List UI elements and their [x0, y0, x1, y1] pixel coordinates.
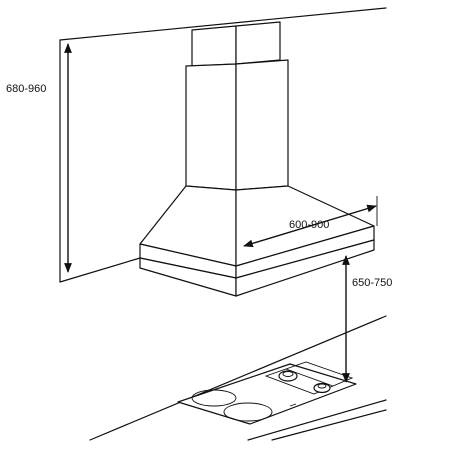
gas-burner-cap-large — [282, 371, 294, 377]
lower-duct-front — [185, 63, 237, 191]
hob-clearance-dimension: 650-750 — [342, 255, 392, 383]
hood-base-right — [235, 239, 375, 297]
hood-width-dimension: 600-900 — [243, 196, 378, 248]
room-outline — [59, 7, 387, 283]
ceiling-line — [59, 7, 387, 41]
lower-duct-side — [235, 59, 289, 191]
upper-duct-side — [235, 21, 281, 65]
gas-burner-large — [278, 370, 298, 382]
worktop-lower-edge — [271, 409, 387, 441]
pan-support-grid — [264, 361, 354, 395]
worktop-front-edge — [247, 399, 387, 441]
hotplate-front — [223, 402, 273, 422]
gas-burner-cap-small — [317, 383, 327, 389]
upper-duct-front — [191, 25, 237, 67]
hotplate-rear — [191, 389, 237, 407]
mount-height-label: 680-960 — [6, 83, 46, 95]
hood-width-label: 600-900 — [289, 219, 329, 231]
worktop-back-edge — [89, 315, 387, 441]
hob-clearance-label: 650-750 — [352, 277, 392, 289]
hood-width-arrow — [243, 204, 377, 248]
worktop — [89, 315, 387, 441]
control-knob-mark — [289, 403, 297, 407]
wall-base-line — [59, 257, 141, 283]
mount-height-dimension: 680-960 — [6, 43, 72, 273]
hood-canopy — [139, 185, 375, 297]
hob — [177, 361, 357, 425]
chimney-duct — [185, 21, 289, 191]
hob-surface — [177, 363, 357, 425]
